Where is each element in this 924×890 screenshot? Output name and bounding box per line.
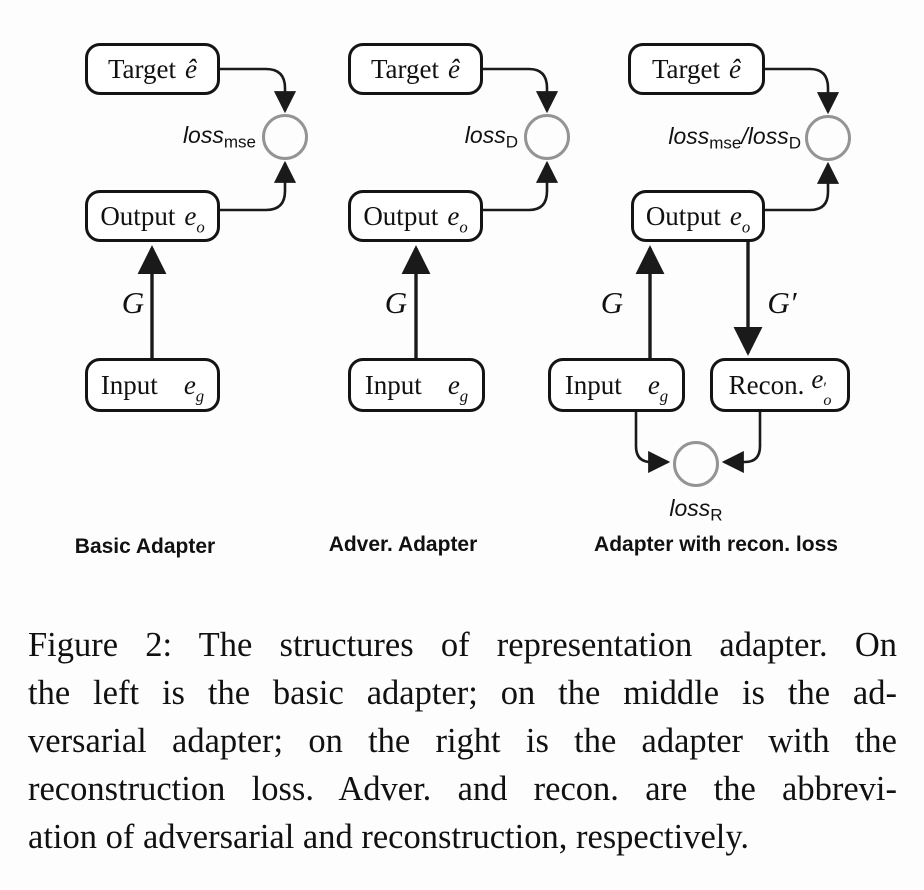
adver-loss-text: loss — [464, 122, 506, 148]
basic-input-variable: eg — [183, 369, 204, 404]
recon-recon-to-lossr-arrow — [721, 412, 762, 474]
recon-output-to-loss-arrow — [765, 161, 840, 212]
figure-caption: Figure 2: The structures of representati… — [28, 621, 897, 861]
basic-input-var-sub: g — [195, 386, 205, 406]
recon-adapter-caption: Adapter with recon. loss — [594, 533, 838, 556]
recon-loss-node — [805, 115, 851, 161]
recon-target-variable: ê — [729, 53, 742, 84]
recon-recon-box: Recon.e′o — [710, 358, 850, 412]
recon-lossr-subscript: R — [710, 505, 723, 525]
figure-caption-line-5: ation of adversarial and reconstruction,… — [28, 818, 750, 856]
basic-loss-label: lossmse — [130, 122, 256, 152]
basic-adapter-caption: Basic Adapter — [74, 535, 216, 558]
recon-input-var-letter: e — [647, 369, 660, 400]
adver-input-variable: eg — [447, 369, 468, 404]
basic-loss-text: loss — [182, 122, 224, 148]
adver-output-variable: eo — [447, 200, 467, 235]
adver-output-var-sub: o — [459, 217, 468, 237]
basic-output-var-letter: e — [184, 200, 197, 231]
adver-target-label: Target — [370, 53, 440, 84]
recon-input-variable: eg — [647, 369, 668, 404]
basic-loss-subscript: mse — [223, 132, 256, 152]
adver-loss-node — [524, 114, 570, 160]
adver-generator-label: G — [384, 285, 408, 320]
figure-caption-line-1: Figure 2: The structures of representati… — [28, 626, 897, 664]
recon-target-to-loss-arrow — [765, 67, 840, 115]
recon-recon-var-letter: e — [811, 363, 824, 394]
recon-target-label: Target — [651, 53, 721, 84]
recon-recon-var-prime: ′ — [823, 379, 827, 398]
recon-loss-label: lossmse/lossD — [636, 123, 801, 153]
basic-target-to-loss-arrow — [220, 67, 297, 114]
adver-target-variable: ê — [448, 53, 461, 84]
adver-input-label: Input — [364, 369, 422, 400]
adver-input-var-letter: e — [447, 369, 460, 400]
figure-caption-line-4: reconstruction loss. Adver. and recon. a… — [28, 770, 897, 808]
adver-adapter-caption: Adver. Adapter — [328, 533, 478, 556]
figure-caption-line-3: versarial adapter; on the right is the a… — [28, 722, 897, 760]
basic-output-variable: eo — [184, 200, 204, 235]
recon-output-var-letter: e — [729, 200, 742, 231]
adver-output-label: Output — [363, 200, 439, 231]
figure-caption-line-2: the left is the basic adapter; on the mi… — [28, 674, 897, 712]
recon-generator-prime-label: G′ — [767, 285, 797, 320]
recon-recon-var-supsub: ′o — [823, 379, 832, 410]
recon-recon-label: Recon. — [728, 369, 805, 400]
basic-target-variable: ê — [185, 53, 198, 84]
recon-loss-text-1: loss — [668, 123, 710, 149]
recon-loss-subscript-1: mse — [709, 133, 742, 153]
recon-lossr-text: loss — [669, 495, 711, 521]
recon-generator-label: G — [600, 285, 624, 320]
adver-input-var-sub: g — [459, 386, 469, 406]
recon-output-variable: eo — [729, 200, 750, 235]
recon-output-var-sub: o — [741, 217, 751, 237]
recon-loss-text-2: /loss — [741, 123, 789, 149]
recon-lossr-node — [673, 441, 719, 487]
adver-target-to-loss-arrow — [483, 67, 559, 114]
basic-input-label: Input — [100, 369, 158, 400]
adver-output-to-loss-arrow — [483, 160, 559, 212]
basic-target-label: Target — [107, 53, 177, 84]
adver-loss-subscript: D — [505, 132, 518, 152]
adver-output-var-letter: e — [447, 200, 460, 231]
basic-output-label: Output — [100, 200, 176, 231]
recon-input-var-sub: g — [659, 386, 669, 406]
recon-recon-variable: e′o — [811, 363, 832, 410]
basic-output-var-sub: o — [196, 217, 205, 237]
recon-input-to-lossr-arrow — [634, 412, 671, 474]
recon-loss-subscript-2: D — [788, 133, 801, 153]
adver-loss-label: lossD — [392, 122, 518, 152]
basic-generator-label: G — [121, 285, 145, 320]
basic-input-var-letter: e — [183, 369, 196, 400]
basic-loss-node — [262, 114, 308, 160]
recon-lossr-label: lossR — [646, 495, 746, 525]
recon-input-label: Input — [564, 369, 622, 400]
recon-output-label: Output — [645, 200, 721, 231]
recon-recon-var-sub: o — [823, 391, 832, 410]
basic-output-to-loss-arrow — [220, 160, 297, 212]
